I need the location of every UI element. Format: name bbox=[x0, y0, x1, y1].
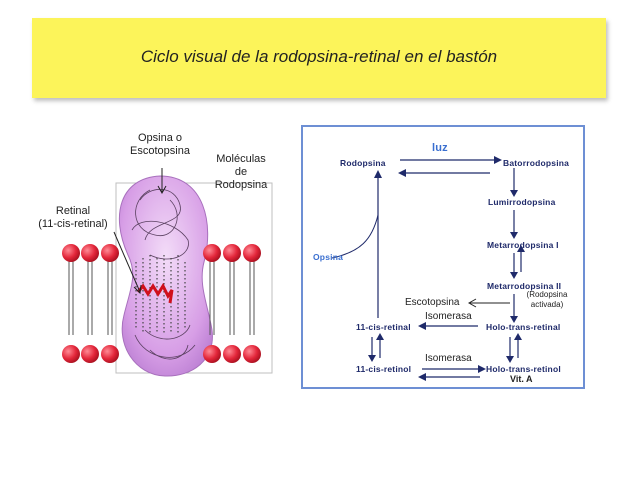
protein-chain bbox=[131, 188, 196, 360]
cycle-arrows bbox=[368, 156, 525, 381]
isomerasa-label-2: Isomerasa bbox=[425, 353, 472, 364]
lumirodopsina-label: Lumirrodopsina bbox=[488, 197, 556, 207]
cis-retinal-label: 11-cis-retinal bbox=[356, 322, 411, 332]
escotopsina-label: Escotopsina bbox=[405, 297, 460, 308]
molecules-label: Moléculas de Rodopsina bbox=[208, 153, 274, 192]
rodopsina-label: Rodopsina bbox=[340, 158, 386, 168]
opsin-label: Opsina o Escotopsina bbox=[117, 132, 203, 158]
molecules-label-line2: de bbox=[234, 166, 248, 178]
metarodopsina2-label: Metarrodopsina II bbox=[487, 281, 562, 291]
retinal-chain bbox=[136, 282, 174, 304]
opsin-label-line1: Opsina o bbox=[137, 132, 183, 144]
metarodopsina1-label: Metarrodopsina I bbox=[487, 240, 559, 250]
batorodopsina-label: Batorrodopsina bbox=[503, 158, 570, 168]
trans-retinol-label: Holo-trans-retinol bbox=[486, 364, 561, 374]
retinal-label-line2: (11-cis-retinal) bbox=[38, 218, 108, 230]
light-label: luz bbox=[432, 142, 448, 154]
molecules-label-line1: Moléculas bbox=[216, 153, 266, 165]
activated-label: (Rodopsina activada) bbox=[516, 290, 578, 310]
cis-retinol-label: 11-cis-retinol bbox=[356, 364, 412, 374]
isomerasa-label-1: Isomerasa bbox=[425, 311, 472, 322]
lipid-bilayer bbox=[62, 244, 261, 363]
page-title: Ciclo visual de la rodopsina-retinal en … bbox=[140, 47, 498, 66]
trans-retinal-label: Holo-trans-retinal bbox=[486, 322, 561, 332]
retinal-pointer bbox=[113, 231, 141, 293]
opsina-label: Opsina bbox=[313, 252, 344, 262]
opsin-curve bbox=[331, 214, 379, 259]
activated-line1: (Rodopsina bbox=[526, 290, 568, 299]
opsin-label-line2: Escotopsina bbox=[130, 145, 190, 157]
title-banner: Ciclo visual de la rodopsina-retinal en … bbox=[32, 18, 606, 98]
retinal-label-line1: Retinal bbox=[55, 205, 91, 217]
activated-line2: activada) bbox=[530, 300, 564, 309]
vitamin-a-label: Vit. A bbox=[510, 374, 533, 384]
cycle-frame bbox=[301, 125, 585, 389]
molecules-label-line3: Rodopsina bbox=[214, 179, 268, 191]
retinal-label: Retinal (11-cis-retinal) bbox=[28, 205, 118, 231]
